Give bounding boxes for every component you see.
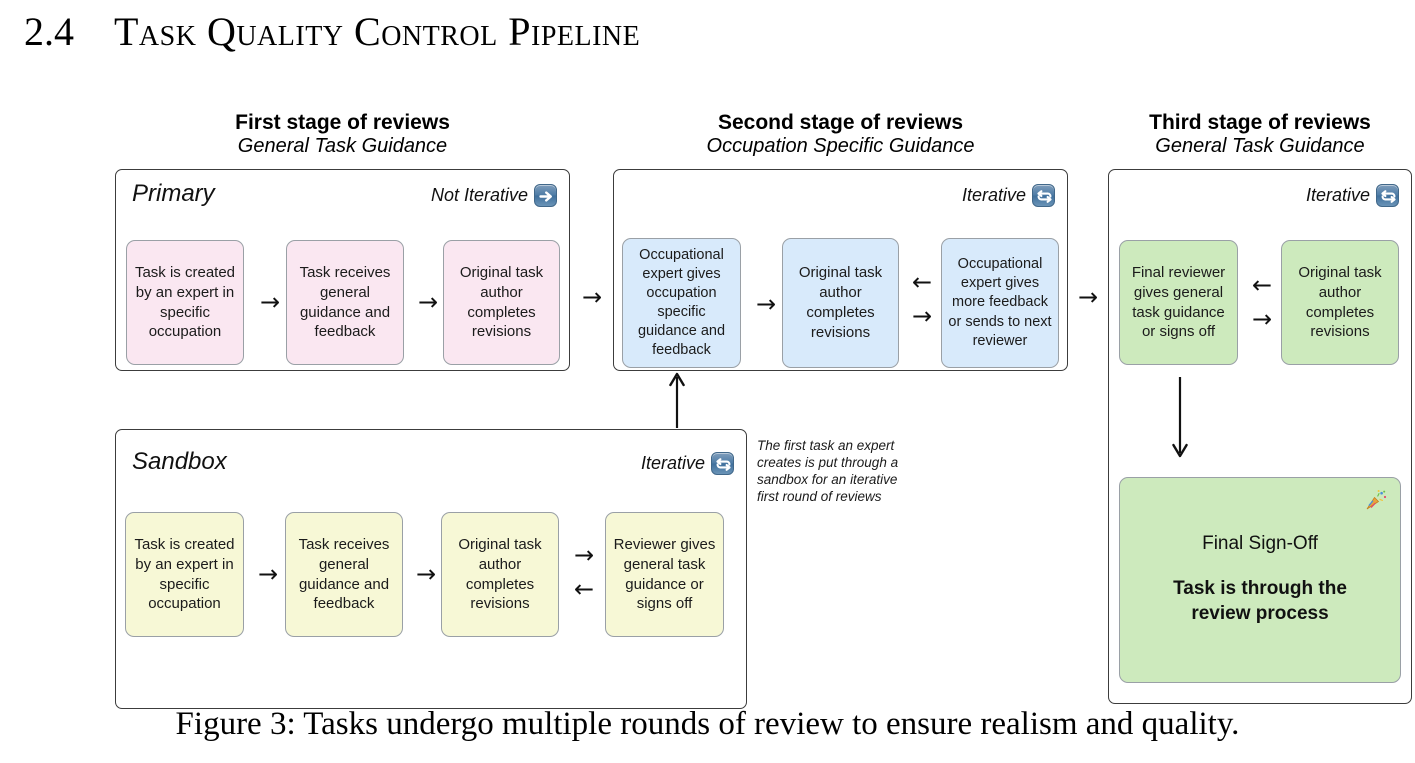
arrow-right-icon: →: [1077, 283, 1099, 311]
page-title: Task Quality Control Pipeline: [114, 9, 641, 54]
panel-mode-label: Iterative: [961, 185, 1026, 205]
arrow-right-icon: →: [415, 560, 437, 588]
panel-primary: Primary Not Iterative Task is created by…: [115, 169, 570, 371]
task-box: Final reviewer gives general task guidan…: [1119, 240, 1238, 365]
task-box: Task is created by an expert in specific…: [125, 512, 244, 637]
panel-sandbox-label: Sandbox: [132, 448, 227, 475]
section-number: 2.4: [24, 9, 74, 54]
task-box: Occupational expert gives more feedback …: [941, 238, 1059, 368]
task-box: Task receives general guidance and feedb…: [285, 512, 403, 637]
arrow-up-icon: [669, 372, 685, 428]
arrow-right-icon: →: [259, 288, 281, 316]
stage-header-third: Third stage of reviews General Task Guid…: [1108, 111, 1412, 159]
arrow-left-icon: ←: [1251, 271, 1273, 299]
repeat-badge-icon: [1376, 184, 1399, 207]
final-signoff-subtitle: Task is through the review process: [1173, 578, 1347, 624]
task-box: Task is created by an expert in specific…: [126, 240, 244, 365]
task-box: Reviewer gives general task guidance or …: [605, 512, 724, 637]
stage-header-title: Second stage of reviews: [717, 111, 964, 134]
panel-third-stage: Iterative Final reviewer gives general t…: [1108, 169, 1412, 704]
panel-primary-mode: Not Iterative: [431, 184, 557, 207]
stage-header-subtitle: General Task Guidance: [1155, 135, 1365, 158]
arrow-left-icon: ←: [911, 268, 933, 296]
arrow-right-icon: →: [1251, 305, 1273, 333]
repeat-badge-icon: [1032, 184, 1055, 207]
arrow-right-icon: →: [911, 302, 933, 330]
right-arrow-badge-icon: [534, 184, 557, 207]
figure-diagram: First stage of reviews General Task Guid…: [0, 100, 1415, 709]
stage-header-title: First stage of reviews: [235, 111, 450, 134]
arrow-right-icon: →: [257, 560, 279, 588]
arrow-right-icon: →: [581, 283, 603, 311]
task-box: Original task author completes revisions: [443, 240, 560, 365]
panel-sandbox-mode: Iterative: [641, 452, 734, 475]
stage-header-subtitle: General Task Guidance: [237, 135, 448, 158]
arrow-right-icon: →: [755, 290, 777, 318]
panel-primary-label: Primary: [132, 180, 215, 207]
stage-header-second: Second stage of reviews Occupation Speci…: [613, 111, 1068, 159]
stage-header-title: Third stage of reviews: [1149, 111, 1371, 134]
task-box: Original task author completes revisions: [1281, 240, 1399, 365]
panel-second-stage: Iterative Occupational expert gives occu…: [613, 169, 1068, 371]
panel-third-stage-mode: Iterative: [1306, 184, 1399, 207]
task-box: Task receives general guidance and feedb…: [286, 240, 404, 365]
arrow-down-icon: [1172, 377, 1188, 458]
task-box: Occupational expert gives occupation spe…: [622, 238, 741, 368]
figure-caption: Figure 3: Tasks undergo multiple rounds …: [175, 706, 1240, 742]
final-signoff-box: Final Sign-Off Task is through the revie…: [1119, 477, 1401, 683]
arrow-right-icon: →: [573, 541, 595, 569]
panel-mode-label: Iterative: [1305, 185, 1370, 205]
panel-mode-label: Not Iterative: [430, 185, 528, 205]
section-heading: 2.4 Task Quality Control Pipeline: [24, 8, 640, 55]
stage-header-first: First stage of reviews General Task Guid…: [115, 111, 570, 159]
final-signoff-title: Final Sign-Off: [1202, 533, 1318, 555]
task-box: Original task author completes revisions: [441, 512, 559, 637]
arrow-left-icon: ←: [573, 575, 595, 603]
party-popper-icon: [1366, 490, 1387, 510]
side-note: The first task an expert creates is put …: [757, 438, 899, 504]
task-box: Original task author completes revisions: [782, 238, 899, 368]
repeat-badge-icon: [711, 452, 734, 475]
panel-mode-label: Iterative: [640, 453, 705, 473]
arrow-right-icon: →: [417, 288, 439, 316]
panel-sandbox: Sandbox Iterative Task is created by an …: [115, 429, 747, 709]
panel-second-stage-mode: Iterative: [962, 184, 1055, 207]
stage-header-subtitle: Occupation Specific Guidance: [706, 135, 975, 158]
